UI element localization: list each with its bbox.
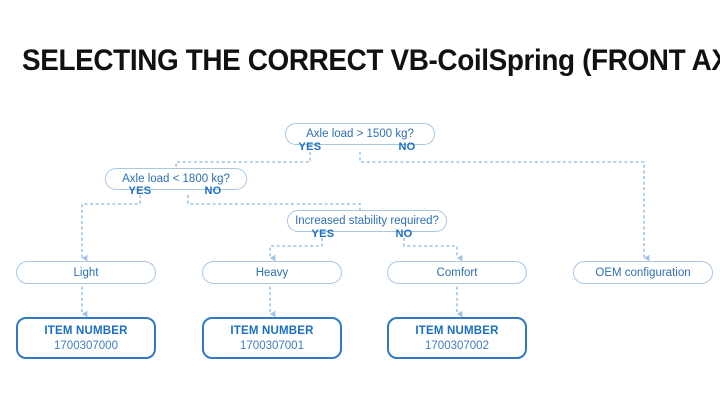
result-comfort[interactable]: Comfort	[387, 261, 527, 284]
wire-d1-no	[359, 152, 650, 262]
branch-label-d3-yes: YES	[311, 228, 335, 240]
item-number-box-light[interactable]: ITEM NUMBER 1700307000	[16, 317, 156, 359]
result-label: Light	[73, 266, 99, 279]
branch-label-d1-yes: YES	[298, 141, 322, 153]
item-number-value: 1700307001	[240, 339, 304, 352]
result-heavy[interactable]: Heavy	[202, 261, 342, 284]
item-number-title: ITEM NUMBER	[415, 324, 499, 337]
item-number-box-comfort[interactable]: ITEM NUMBER 1700307002	[387, 317, 527, 359]
item-number-title: ITEM NUMBER	[44, 324, 128, 337]
decision-label: Axle load < 1800 kg?	[122, 173, 230, 185]
branch-label-d2-no: NO	[204, 185, 222, 197]
wire-d3-no	[403, 238, 463, 262]
decision-axle-load-1500[interactable]: Axle load > 1500 kg?	[285, 123, 435, 145]
page-title: SELECTING THE CORRECT VB-CoilSpring (FRO…	[22, 44, 720, 77]
wire-d2-yes	[81, 195, 141, 262]
decision-label: Axle load > 1500 kg?	[306, 128, 414, 140]
result-oem-configuration[interactable]: OEM configuration	[573, 261, 713, 284]
result-label: OEM configuration	[595, 266, 691, 279]
branch-label-d2-yes: YES	[128, 185, 152, 197]
wire-d1-yes	[175, 152, 311, 168]
decision-increased-stability[interactable]: Increased stability required?	[287, 210, 447, 232]
wire-d3-yes	[269, 238, 323, 262]
item-number-title: ITEM NUMBER	[230, 324, 314, 337]
branch-label-d3-no: NO	[395, 228, 413, 240]
decision-axle-load-1800[interactable]: Axle load < 1800 kg?	[105, 168, 247, 190]
item-number-value: 1700307002	[425, 339, 489, 352]
item-number-box-heavy[interactable]: ITEM NUMBER 1700307001	[202, 317, 342, 359]
decision-label: Increased stability required?	[295, 215, 439, 227]
wire-d2-no	[187, 195, 361, 210]
result-label: Comfort	[436, 266, 478, 279]
branch-label-d1-no: NO	[398, 141, 416, 153]
result-light[interactable]: Light	[16, 261, 156, 284]
result-label: Heavy	[255, 266, 289, 279]
item-number-value: 1700307000	[54, 339, 118, 352]
